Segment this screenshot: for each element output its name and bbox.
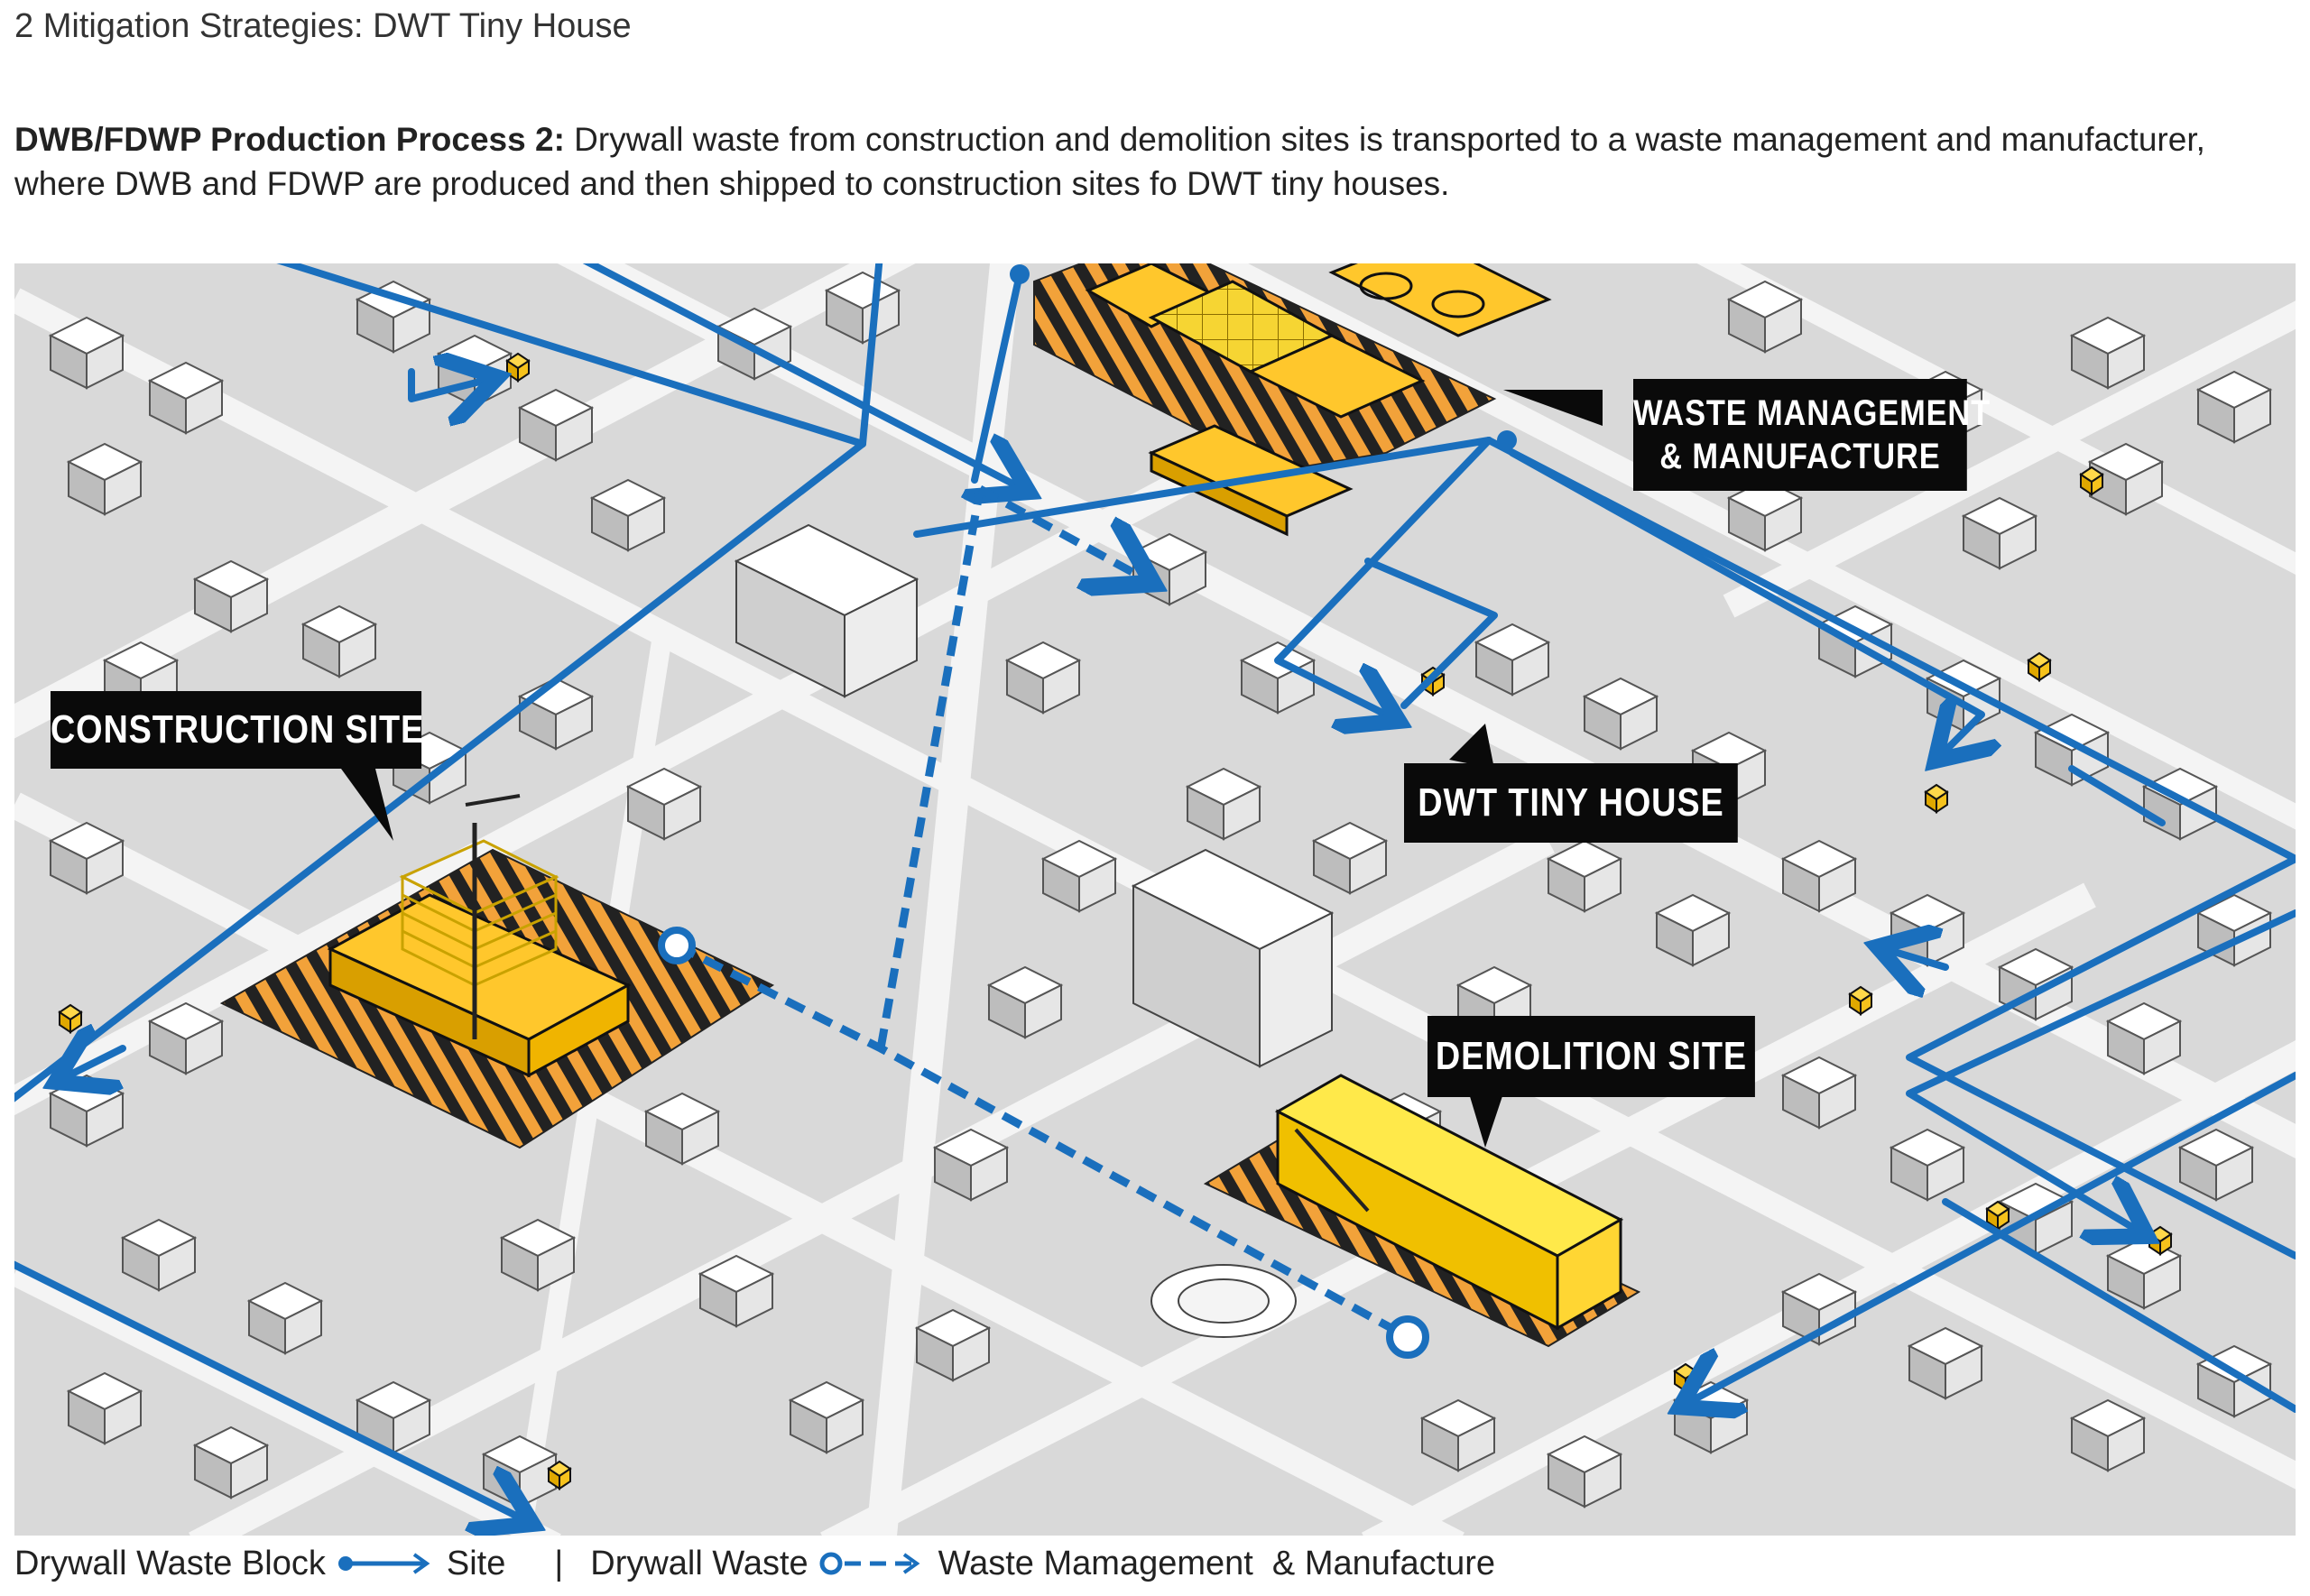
isometric-city-map: WASTE MANAGEMENT & MANUFACTURE CONSTRUCT… bbox=[14, 263, 2296, 1536]
legend-site-label: Site bbox=[446, 1544, 506, 1582]
label-construction-site: CONSTRUCTION SITE bbox=[51, 691, 423, 769]
legend-dashed-arrow-icon bbox=[819, 1552, 920, 1575]
legend-waste-label: Drywall Waste bbox=[590, 1544, 808, 1582]
label-demolition-site: DEMOLITION SITE bbox=[1428, 1016, 1755, 1097]
legend-solid-arrow-icon bbox=[337, 1553, 430, 1574]
label-waste-management: WASTE MANAGEMENT & MANUFACTURE bbox=[1633, 379, 1991, 491]
construction-site bbox=[219, 794, 775, 1149]
intro-bold-lead: DWB/FDWP Production Process 2: bbox=[14, 121, 565, 158]
legend-block-label: Drywall Waste Block bbox=[14, 1544, 326, 1582]
label-waste-management-line2: & MANUFACTURE bbox=[1659, 437, 1941, 476]
legend: Drywall Waste Block Site | Drywall Waste… bbox=[14, 1541, 2288, 1586]
waste-collection-routes bbox=[674, 485, 1410, 1341]
waste-management-site bbox=[1033, 263, 1552, 537]
label-dwt-tiny-house: DWT TINY HOUSE bbox=[1404, 763, 1738, 843]
legend-waste-management-label: Waste Mamagement & Manufacture bbox=[938, 1544, 1496, 1582]
intro-text: Drywall waste from construction and demo… bbox=[14, 121, 2205, 202]
office-tower bbox=[1131, 848, 1335, 1068]
legend-separator: | bbox=[554, 1544, 564, 1582]
round-building bbox=[1150, 1264, 1297, 1338]
label-pointers bbox=[341, 390, 1603, 1148]
demolition-site bbox=[1203, 1074, 1641, 1348]
block-delivery-routes bbox=[14, 263, 2296, 1518]
label-waste-management-line1: WASTE MANAGEMENT bbox=[1633, 393, 1991, 433]
map-canvas bbox=[14, 263, 2296, 1536]
intro-paragraph: DWB/FDWP Production Process 2: Drywall w… bbox=[14, 117, 2288, 206]
section-title: 2 Mitigation Strategies: DWT Tiny House bbox=[14, 7, 632, 45]
tall-building bbox=[734, 523, 919, 698]
